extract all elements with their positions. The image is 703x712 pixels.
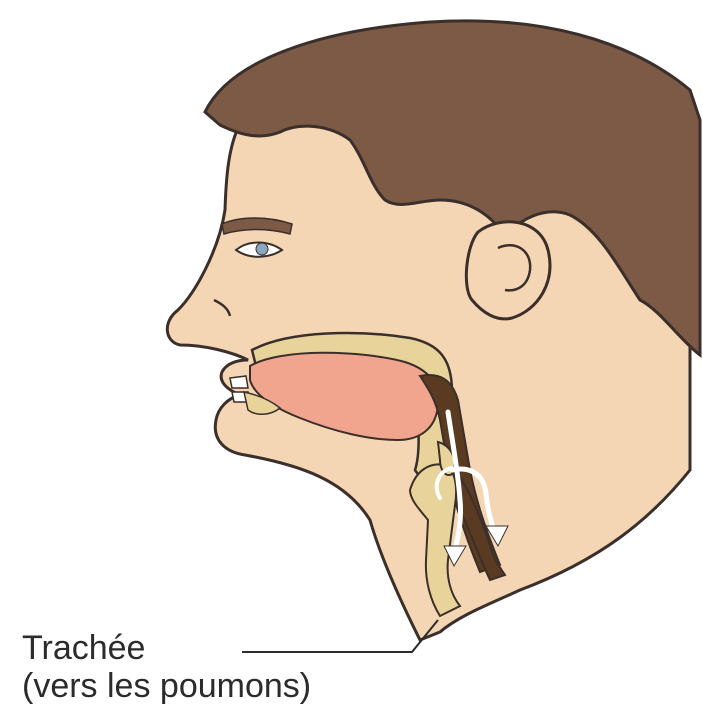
trachea-leader-line xyxy=(242,620,438,652)
upper-teeth xyxy=(230,376,248,388)
eye-iris xyxy=(256,243,268,255)
trachea-label-subtitle: (vers les poumons) xyxy=(22,666,311,706)
trachea-label: Trachée xyxy=(22,628,145,668)
